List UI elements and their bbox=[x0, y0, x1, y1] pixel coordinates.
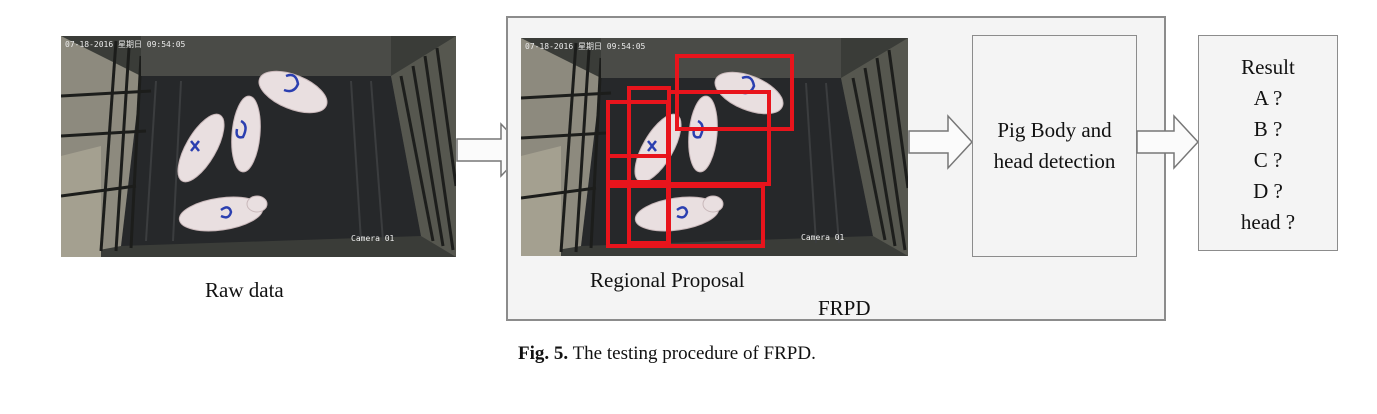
raw-data-label: Raw data bbox=[205, 278, 284, 302]
raw-timestamp: 07-18-2016 星期日 09:54:05 bbox=[65, 40, 186, 49]
result-item-b: B ? bbox=[1253, 117, 1283, 141]
result-title: Result bbox=[1241, 55, 1295, 79]
figure-number: Fig. 5. bbox=[518, 343, 569, 364]
regional-proposal-label: Regional Proposal bbox=[590, 268, 745, 292]
result-item-d: D ? bbox=[1253, 179, 1283, 203]
proposal-camera-image: 07-18-2016 星期日 09:54:05 Camera 01 bbox=[521, 38, 908, 256]
arrow-proposal-to-detection bbox=[908, 114, 974, 170]
proposal-timestamp: 07-18-2016 星期日 09:54:05 bbox=[525, 42, 646, 51]
detection-line-1: Pig Body and bbox=[997, 118, 1112, 142]
proposal-box-6 bbox=[606, 154, 670, 248]
result-item-head: head ? bbox=[1240, 210, 1296, 234]
figure-caption-text: The testing procedure of FRPD. bbox=[572, 343, 816, 364]
proposal-camera-label: Camera 01 bbox=[801, 233, 845, 242]
result-item-c: C ? bbox=[1253, 148, 1283, 172]
result-item-a: A ? bbox=[1253, 86, 1283, 110]
raw-camera-image: 07-18-2016 星期日 09:54:05 Camera 01 bbox=[61, 36, 456, 257]
result-box: Result A ? B ? C ? D ? head ? bbox=[1198, 35, 1338, 251]
frpd-label: FRPD bbox=[818, 296, 871, 320]
proposal-scene bbox=[521, 38, 908, 256]
pen-scene bbox=[61, 36, 456, 257]
raw-camera-label: Camera 01 bbox=[351, 234, 395, 243]
detection-box: Pig Body and head detection bbox=[972, 35, 1137, 257]
arrow-detection-to-result bbox=[1136, 114, 1200, 170]
figure-caption: Fig. 5. The testing procedure of FRPD. bbox=[518, 343, 816, 365]
detection-line-2: head detection bbox=[993, 149, 1116, 173]
